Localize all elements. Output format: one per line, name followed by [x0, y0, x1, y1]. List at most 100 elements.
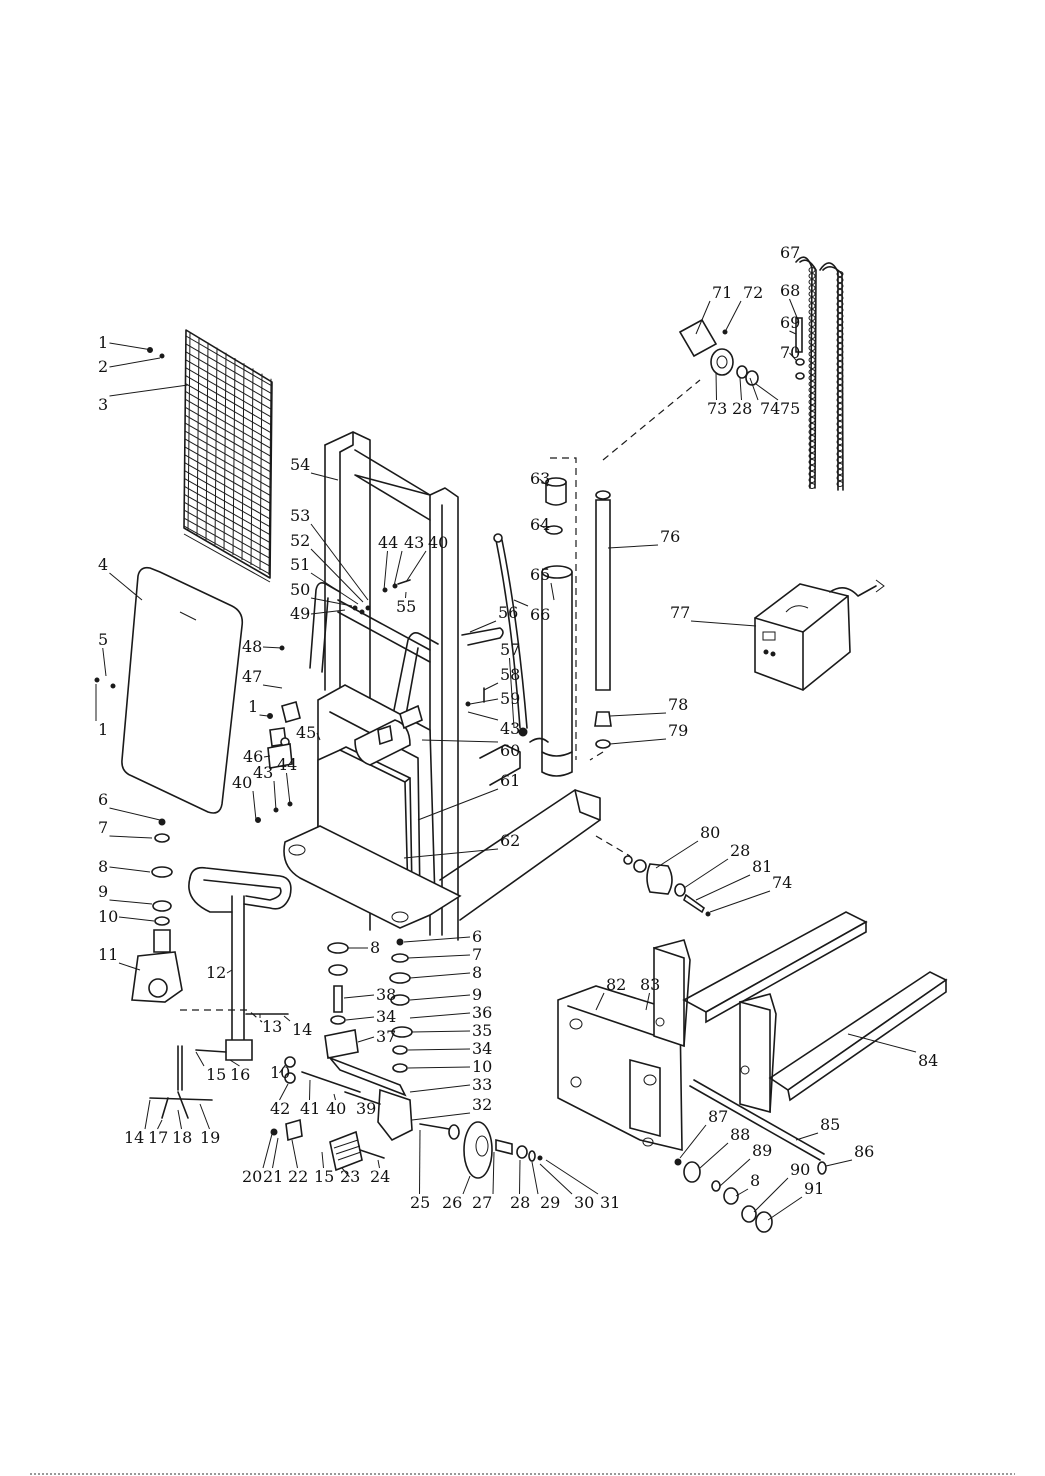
callout-85: 85 — [820, 1115, 840, 1134]
mesh-wire — [241, 363, 245, 561]
mesh-wire — [196, 337, 200, 536]
callout-54: 54 — [290, 455, 310, 474]
leader-line — [199, 1103, 210, 1130]
leader-line — [595, 992, 605, 1011]
leader-line — [157, 1119, 163, 1130]
callout-13: 13 — [262, 1017, 282, 1036]
callout-45: 45 — [296, 723, 316, 742]
callout-1: 1 — [98, 720, 108, 739]
leader-line — [310, 523, 369, 601]
chain-link — [808, 483, 816, 489]
mesh-wire — [214, 347, 218, 546]
leader-line — [291, 1139, 298, 1169]
left-caster — [131, 818, 183, 1003]
leader-line — [333, 1093, 336, 1101]
chain-link — [836, 463, 844, 469]
callout-56: 56 — [498, 603, 518, 622]
callout-16: 16 — [230, 1065, 250, 1084]
callout-74: 74 — [772, 873, 792, 892]
chain-link — [808, 285, 816, 291]
callout-4: 4 — [98, 555, 108, 574]
callout-10: 10 — [472, 1057, 492, 1076]
callout-50: 50 — [290, 580, 310, 599]
callout-39: 39 — [356, 1099, 376, 1118]
chain-link — [836, 277, 844, 283]
chain-link — [836, 271, 844, 277]
leader-line — [393, 550, 403, 587]
chain-link — [808, 363, 816, 369]
leader-line — [283, 1015, 291, 1022]
leader-line — [409, 1084, 471, 1093]
chain-link — [808, 321, 816, 327]
chain-link — [836, 343, 844, 349]
callout-14: 14 — [292, 1020, 312, 1039]
chain-link — [836, 445, 844, 451]
leader-line — [469, 698, 499, 705]
leader-line — [739, 377, 742, 401]
hydraulic-hose — [493, 533, 549, 743]
mesh-wire — [184, 470, 271, 520]
chassis — [283, 684, 462, 929]
callout-75: 75 — [780, 399, 800, 418]
chain-link — [808, 393, 816, 399]
leader-line — [509, 657, 515, 729]
mesh-wire — [184, 501, 271, 552]
chain-link — [808, 375, 816, 381]
chain-link — [836, 415, 844, 421]
callout-28: 28 — [732, 399, 752, 418]
callout-28: 28 — [730, 841, 750, 860]
leader-line — [407, 1066, 471, 1069]
leader-line — [403, 936, 471, 943]
leader-line — [695, 874, 751, 901]
leader-line — [118, 916, 155, 922]
callout-43: 43 — [404, 533, 424, 552]
chain-link — [836, 349, 844, 355]
pulley-assembly — [678, 318, 759, 386]
callout-14: 14 — [124, 1128, 144, 1147]
callout-21: 21 — [263, 1167, 283, 1186]
leader-line — [789, 298, 799, 321]
callout-8: 8 — [472, 963, 482, 982]
callout-49: 49 — [290, 604, 310, 623]
mesh-wire — [259, 373, 263, 571]
chain-link — [808, 471, 816, 477]
chain-link — [808, 477, 816, 483]
callout-10: 10 — [98, 907, 118, 926]
chain-link — [836, 331, 844, 337]
leader-line — [799, 260, 802, 263]
chain-link — [836, 367, 844, 373]
callout-89: 89 — [752, 1141, 772, 1160]
chain-link — [808, 399, 816, 405]
leader-line — [715, 371, 717, 401]
leader-line — [229, 1059, 240, 1067]
mesh-wire — [184, 422, 272, 473]
leader-line — [655, 840, 699, 869]
callout-70: 70 — [780, 343, 800, 362]
leader-line — [409, 994, 471, 1001]
callout-11: 11 — [98, 945, 118, 964]
mesh-wire — [185, 359, 273, 410]
leader-line — [645, 992, 650, 1011]
chain-link — [836, 313, 844, 319]
leader-line — [695, 300, 711, 335]
leader-line — [279, 1063, 287, 1074]
callout-31: 31 — [600, 1193, 620, 1212]
callout-57: 57 — [500, 640, 520, 659]
leader-line — [403, 848, 499, 859]
callout-40: 40 — [428, 533, 448, 552]
callout-44: 44 — [378, 533, 398, 552]
leader-line — [405, 591, 407, 599]
callout-48: 48 — [242, 637, 262, 656]
leader-line — [725, 300, 742, 331]
callout-80: 80 — [700, 823, 720, 842]
callout-76: 76 — [660, 527, 680, 546]
chain-link — [836, 283, 844, 289]
leader-line — [177, 1109, 182, 1130]
callout-69: 69 — [780, 313, 800, 332]
callout-24: 24 — [370, 1167, 390, 1186]
callout-34: 34 — [472, 1039, 492, 1058]
callout-6: 6 — [98, 790, 108, 809]
leader-line — [409, 1012, 471, 1019]
callout-38: 38 — [376, 985, 396, 1004]
